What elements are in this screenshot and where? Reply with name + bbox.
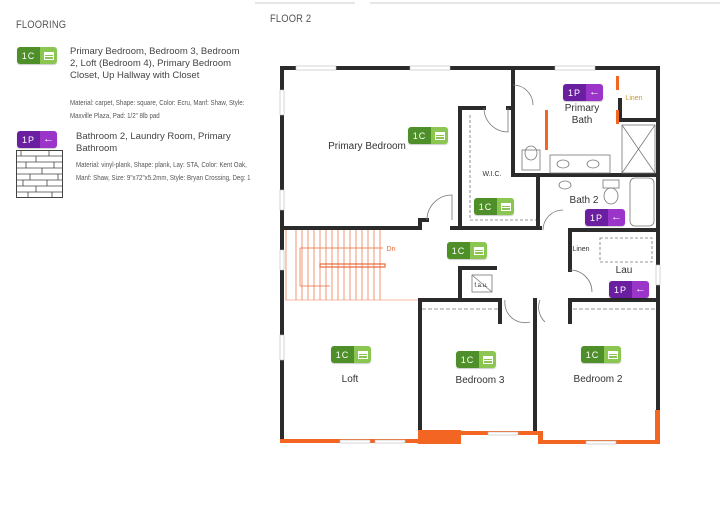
fau-label: f.a.u. [474,283,488,289]
room-primary-bedroom: Primary Bedroom [328,141,406,152]
vinyl-badge: 1P← [585,209,625,226]
badge-code: 1C [17,47,40,64]
legend-carpet-details: Material: carpet, Shape: square, Color: … [70,98,245,120]
vinyl-plank-swatch-icon [16,150,63,198]
arrow-left-icon: ← [611,211,622,223]
badge-code: 1C [331,346,354,363]
carpet-icon [357,350,368,359]
room-wic: W.I.C. [482,171,502,178]
windows [279,65,661,445]
badge-code: 1C [474,198,497,215]
vinyl-badge: 1P← [609,281,649,298]
carpet-icon [500,202,511,211]
carpet-badge: 1C [331,346,371,363]
room-laundry: Lau [615,265,633,276]
carpet-icon [482,355,493,364]
legend-carpet-rooms: Primary Bedroom, Bedroom 3, Bedroom 2, L… [70,46,240,81]
badge-code: 1P [585,209,608,226]
divider [370,2,720,4]
arrow-left-icon: ← [589,86,600,98]
room-bedroom-3: Bedroom 3 [455,375,505,386]
carpet-icon [607,350,618,359]
stairs [285,230,418,301]
legend-title: FLOORING [16,19,67,31]
arrow-left-icon: ← [635,283,646,295]
room-primary-bath: Primary Bath [564,103,600,126]
fixtures [422,84,656,324]
legend-vinyl-details: Material: vinyl-plank, Shape: plank, Lay… [76,160,251,182]
room-linen: Linen [572,246,590,253]
vinyl-badge: 1P← [17,131,57,148]
badge-code: 1C [581,346,604,363]
legend-vinyl-rooms: Bathroom 2, Laundry Room, Primary Bathro… [76,131,231,154]
badge-code: 1P [563,84,586,101]
divider [255,2,355,4]
room-linen: Linen [625,95,643,102]
carpet-badge: 1C [447,242,487,259]
badge-code: 1C [408,127,431,144]
stairs-down-label: Dn [386,246,396,253]
badge-code: 1P [609,281,632,298]
room-bath-2: Bath 2 [569,195,599,206]
room-bedroom-2: Bedroom 2 [573,374,623,385]
room-loft: Loft [341,374,359,385]
carpet-badge: 1C [408,127,448,144]
carpet-badge: 1C [17,47,57,64]
carpet-icon [473,246,484,255]
carpet-badge: 1C [474,198,514,215]
carpet-badge: 1C [456,351,496,368]
carpet-icon [43,51,54,60]
plan-title: FLOOR 2 [270,13,312,25]
badge-code: 1P [17,131,40,148]
vinyl-badge: 1P← [563,84,603,101]
carpet-icon [434,131,445,140]
badge-code: 1C [456,351,479,368]
arrow-left-icon: ← [43,133,54,145]
badge-code: 1C [447,242,470,259]
carpet-badge: 1C [581,346,621,363]
